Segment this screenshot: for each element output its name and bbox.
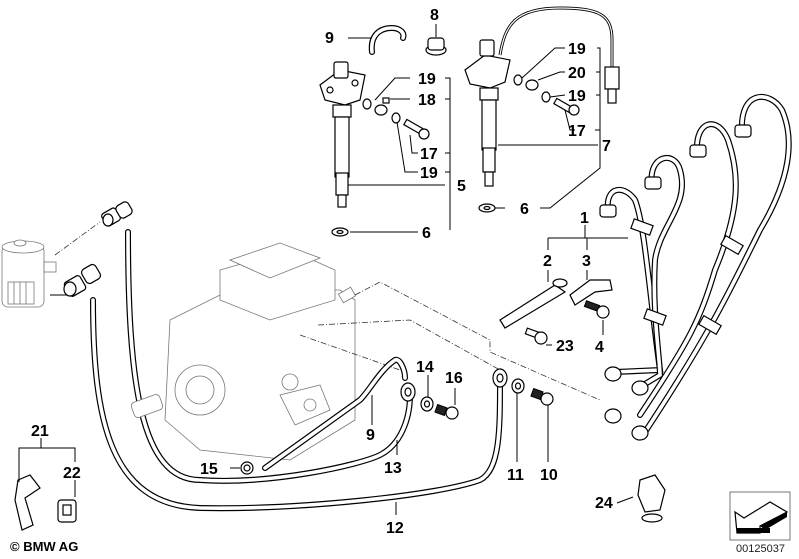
cap-8[interactable] [425,37,447,56]
washer-19-b[interactable] [391,112,401,124]
banjo-fitting-13[interactable] [400,382,416,402]
hose-clamp-15[interactable] [240,461,254,475]
callout-4[interactable]: 4 [595,339,604,356]
hose-9-lower[interactable] [262,356,408,471]
bolt-4[interactable] [583,300,610,319]
washer-19-d[interactable] [541,91,551,103]
callout-19-d[interactable]: 19 [568,88,586,105]
callout-6-left[interactable]: 6 [422,225,431,242]
callout-1[interactable]: 1 [580,210,589,227]
leader-dash [299,334,401,371]
clamping-piece-20[interactable] [525,79,539,91]
callout-13[interactable]: 13 [384,460,402,477]
callout-10[interactable]: 10 [540,467,558,484]
bracket-3[interactable] [569,279,613,306]
bolt-17-b[interactable] [553,97,580,116]
callout-21[interactable]: 21 [31,423,49,440]
injector-7[interactable] [464,6,620,187]
callout-3[interactable]: 3 [582,253,591,270]
holder-21[interactable] [14,474,41,531]
clamping-piece-18[interactable] [374,97,390,116]
banjo-bolt-10[interactable] [530,387,554,406]
injector-5[interactable] [319,61,366,208]
callout-23[interactable]: 23 [556,338,574,355]
callout-9-bottom[interactable]: 9 [366,427,375,444]
callout-19-c[interactable]: 19 [568,41,586,58]
fuel-filter[interactable] [1,239,57,308]
navigation-arrow-icon[interactable] [729,491,791,541]
injection-pump[interactable] [130,242,357,461]
callout-2[interactable]: 2 [543,253,552,270]
callout-11[interactable]: 11 [507,467,524,484]
washer-19-c[interactable] [513,74,523,86]
connector-upper[interactable] [101,200,134,227]
washer-19-a[interactable] [362,98,372,110]
copyright-text: © BMW AG [10,539,78,554]
bolt-17-a[interactable] [403,118,430,140]
callout-6-right[interactable]: 6 [520,201,529,218]
callout-17-a[interactable]: 17 [420,146,438,163]
callout-7[interactable]: 7 [602,138,611,155]
seal-ring-14[interactable] [420,396,434,412]
banjo-fitting-12[interactable] [492,368,508,388]
seal-ring-11[interactable] [511,378,525,394]
seal-ring-6-right[interactable] [478,203,496,213]
callout-22[interactable]: 22 [63,465,81,482]
callout-19-b[interactable]: 19 [420,165,438,182]
diagram-code: 00125037 [736,543,785,555]
callout-18[interactable]: 18 [418,92,436,109]
callout-labels: 9 8 19 18 17 19 5 6 19 20 19 17 7 6 1 2 … [31,7,613,537]
seal-ring-6-left[interactable] [331,227,349,237]
callout-9-top[interactable]: 9 [325,30,334,47]
return-line-13[interactable] [125,229,413,484]
callout-24[interactable]: 24 [595,495,613,512]
callout-12[interactable]: 12 [386,520,404,537]
callout-19-a[interactable]: 19 [418,71,436,88]
leader-lines [18,24,634,515]
callout-5[interactable]: 5 [457,178,466,195]
fuel-line-12[interactable] [90,297,503,512]
clip-24[interactable] [637,474,666,523]
connector-lower[interactable] [63,263,102,297]
callout-14[interactable]: 14 [416,359,434,376]
clip-22[interactable] [57,499,77,523]
bracket-2[interactable] [499,278,568,329]
hose-9-upper[interactable] [368,24,407,55]
bolt-23[interactable] [524,327,548,345]
callout-17-b[interactable]: 17 [568,123,586,140]
injection-line-set-1[interactable] [599,93,792,441]
banjo-bolt-16[interactable] [434,403,459,420]
callout-8[interactable]: 8 [430,7,439,24]
leader-dash [54,221,101,256]
callout-15[interactable]: 15 [200,461,218,478]
callout-20[interactable]: 20 [568,65,586,82]
callout-16[interactable]: 16 [445,370,463,387]
leader-dash [317,319,501,371]
